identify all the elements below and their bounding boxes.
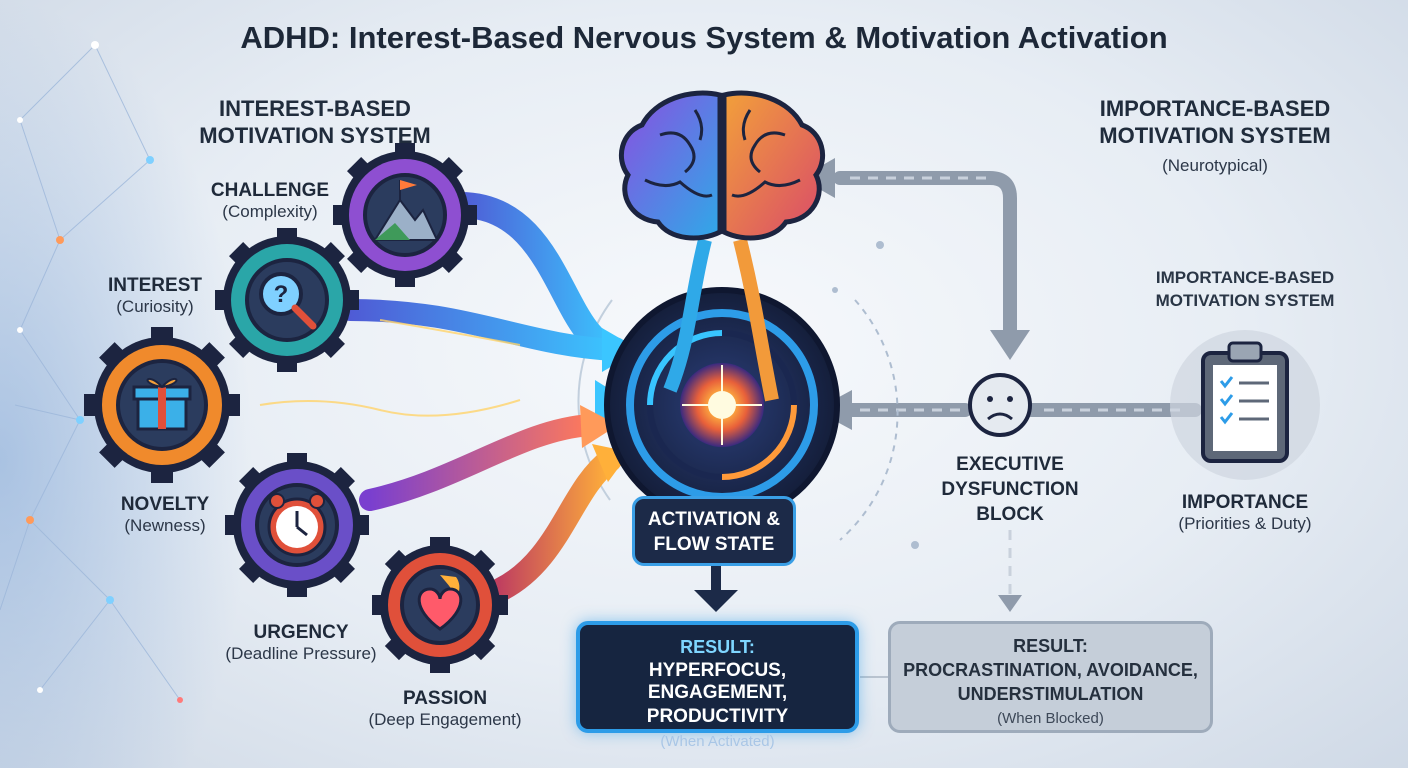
interest-title: INTEREST [108, 275, 202, 296]
passion-title: PASSION [402, 688, 488, 709]
result-activated-note: (When Activated) [660, 733, 775, 750]
page-title: ADHD: Interest-Based Nervous System & Mo… [240, 20, 1168, 55]
result-activated-head: RESULT: [680, 637, 755, 657]
importance-title: IMPORTANCE [1181, 492, 1309, 513]
importance-system-title: IMPORTANCE-BASED MOTIVATION SYSTEM (Neur… [1080, 95, 1350, 179]
magnifier-question-icon: ? [259, 272, 317, 330]
svg-text:?: ? [274, 281, 289, 308]
urgency-label: URGENCY (Deadline Pressure) [196, 622, 406, 664]
challenge-label: CHALLENGE (Complexity) [190, 180, 350, 222]
passion-subtitle: (Deep Engagement) [368, 710, 522, 729]
interest-label: INTEREST (Curiosity) [75, 275, 235, 317]
result-blocked-head: RESULT: [1013, 636, 1088, 656]
flaming-heart-icon [417, 575, 463, 631]
urgency-subtitle: (Deadline Pressure) [225, 644, 377, 663]
interest-system-title: INTEREST-BASED MOTIVATION SYSTEM [180, 95, 450, 149]
challenge-title: CHALLENGE [210, 180, 330, 201]
brain-icon [618, 90, 826, 241]
alarm-clock-icon [267, 493, 327, 557]
result-blocked-line1: PROCRASTINATION, AVOIDANCE, [903, 660, 1198, 680]
importance-system-title-line2: MOTIVATION SYSTEM [1099, 123, 1331, 148]
activation-line1: ACTIVATION & [647, 509, 781, 530]
result-blocked-box: RESULT: PROCRASTINATION, AVOIDANCE, UNDE… [888, 621, 1213, 733]
urgency-gear [225, 453, 369, 597]
urgency-title: URGENCY [253, 622, 349, 643]
clipboard-checklist-icon [1170, 330, 1320, 480]
novelty-label: NOVELTY (Newness) [85, 494, 245, 536]
interest-gear: ? [215, 228, 359, 372]
block-line1: EXECUTIVE [956, 454, 1064, 475]
importance-system-subtitle: (Neurotypical) [1162, 156, 1268, 175]
novelty-title: NOVELTY [120, 494, 210, 515]
result-activated-box: RESULT: HYPERFOCUS, ENGAGEMENT, PRODUCTI… [576, 621, 859, 750]
interest-subtitle: (Curiosity) [116, 297, 194, 316]
result-activated-line2: PRODUCTIVITY [646, 706, 789, 727]
passion-label: PASSION (Deep Engagement) [345, 688, 545, 730]
result-blocked-note: (When Blocked) [997, 710, 1104, 727]
block-line3: BLOCK [976, 504, 1044, 525]
importance-small-line2: MOTIVATION SYSTEM [1155, 291, 1335, 310]
sad-face-icon [968, 373, 1032, 437]
interest-system-title-line2: MOTIVATION SYSTEM [199, 123, 431, 148]
gift-icon [132, 377, 192, 431]
activation-line2: FLOW STATE [653, 534, 775, 555]
novelty-gear [84, 327, 240, 483]
result-blocked-line2: UNDERSTIMULATION [957, 684, 1144, 704]
interest-flows [215, 192, 628, 602]
importance-subtitle: (Priorities & Duty) [1178, 514, 1312, 533]
challenge-gear [333, 143, 477, 287]
executive-dysfunction-label: EXECUTIVE DYSFUNCTION BLOCK [925, 452, 1095, 527]
interest-system-title-line1: INTEREST-BASED [219, 96, 411, 121]
importance-small-line1: IMPORTANCE-BASED [1155, 268, 1335, 287]
block-line2: DYSFUNCTION [941, 479, 1079, 500]
novelty-subtitle: (Newness) [124, 516, 206, 535]
challenge-subtitle: (Complexity) [222, 202, 318, 221]
importance-system-small-title: IMPORTANCE-BASED MOTIVATION SYSTEM [1120, 266, 1370, 312]
passion-gear [372, 537, 508, 673]
importance-label: IMPORTANCE (Priorities & Duty) [1150, 492, 1340, 534]
importance-system-title-line1: IMPORTANCE-BASED [1099, 96, 1331, 121]
activation-flow-box: ACTIVATION & FLOW STATE [632, 496, 796, 566]
result-activated-line1: HYPERFOCUS, ENGAGEMENT, [647, 660, 788, 703]
